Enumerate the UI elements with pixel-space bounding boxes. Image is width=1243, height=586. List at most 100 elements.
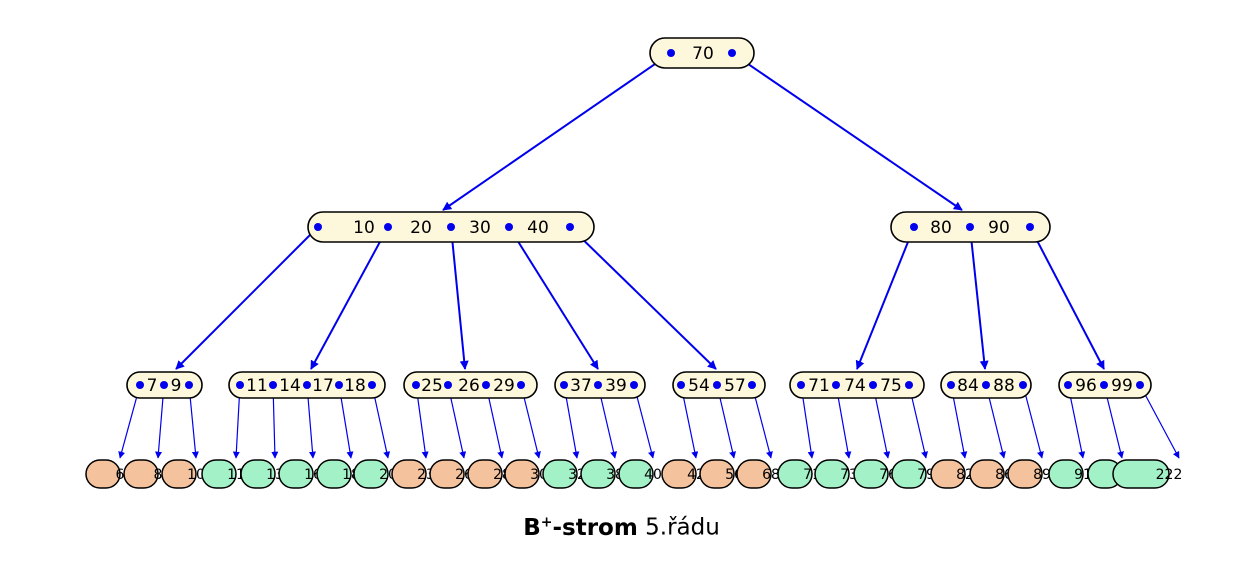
leaf-box xyxy=(1048,459,1084,489)
pointer-dot xyxy=(713,381,721,389)
node-key: 26 xyxy=(458,376,480,396)
leaf-value: 8 xyxy=(154,467,163,483)
leaf-value: 6 xyxy=(116,467,125,483)
leaf-box xyxy=(161,459,197,489)
leaf-node: 38 xyxy=(580,459,624,489)
pointer-arrow xyxy=(1022,384,1044,459)
pointer-dot xyxy=(667,49,675,57)
leaf-box xyxy=(429,459,465,489)
leaf-box xyxy=(618,459,654,489)
node-key: 71 xyxy=(808,376,830,396)
leaf-value: 11 xyxy=(227,467,245,483)
leaf-box xyxy=(699,459,735,489)
leaf-box xyxy=(201,459,237,489)
leaf-box xyxy=(580,459,616,489)
pointer-dot xyxy=(447,223,455,231)
pointer-dot xyxy=(368,381,376,389)
leaf-node: 23 xyxy=(391,459,435,489)
node-key: 11 xyxy=(246,376,268,396)
pointer-dot xyxy=(910,223,918,231)
leaf-value: 10 xyxy=(187,467,205,483)
leaf-box xyxy=(467,459,503,489)
leaf-node: 11 xyxy=(201,459,245,489)
leaf-box xyxy=(1007,459,1043,489)
leaf-box xyxy=(123,459,159,489)
pointer-arrow xyxy=(1029,226,1105,370)
pointer-dot xyxy=(517,381,525,389)
leaf-node: 26 xyxy=(429,459,473,489)
leaf-node: 73 xyxy=(814,459,858,489)
leaf-node: 40 xyxy=(618,459,662,489)
leaf-node: 10 xyxy=(161,459,205,489)
pointer-dot xyxy=(728,49,736,57)
node-key: 10 xyxy=(353,218,375,238)
pointer-dot xyxy=(236,381,244,389)
node-key: 96 xyxy=(1075,376,1097,396)
leaf-node: 222 xyxy=(1112,459,1183,489)
leaf-node: 16 xyxy=(278,459,322,489)
leaf-box xyxy=(891,459,927,489)
pointer-dot xyxy=(303,381,311,389)
leaf-value: 82 xyxy=(956,467,974,483)
node-key: 84 xyxy=(957,376,979,396)
pointer-dot xyxy=(335,381,343,389)
leaf-node: 76 xyxy=(853,459,897,489)
node-key: 40 xyxy=(527,218,549,238)
pointer-arrow xyxy=(175,226,319,370)
leaf-box xyxy=(853,459,889,489)
leaf-box xyxy=(736,459,772,489)
pointer-dot xyxy=(982,381,990,389)
pointer-dot xyxy=(1064,381,1072,389)
pointer-arrow xyxy=(310,226,389,370)
leaf-node: 6 xyxy=(85,459,125,489)
node-key: 20 xyxy=(410,218,432,238)
leaf-node: 91 xyxy=(1048,459,1092,489)
node-key: 14 xyxy=(279,376,301,396)
pointer-dot xyxy=(314,223,322,231)
leaf-node: 82 xyxy=(930,459,974,489)
leaf-box xyxy=(240,459,276,489)
pointer-dot xyxy=(594,381,602,389)
pointer-dot xyxy=(869,381,877,389)
leaf-value: 91 xyxy=(1074,467,1092,483)
node-key: 99 xyxy=(1111,376,1133,396)
pointer-dot xyxy=(1026,223,1034,231)
leaf-node: 86 xyxy=(969,459,1013,489)
pointer-arrow xyxy=(1139,384,1180,459)
pointer-dot xyxy=(384,223,392,231)
leaf-value: 40 xyxy=(644,467,662,483)
leaf-node: 30 xyxy=(504,459,548,489)
leaf-value: 68 xyxy=(762,467,780,483)
leaf-box xyxy=(814,459,850,489)
leaf-node: 32 xyxy=(542,459,586,489)
pointer-dot xyxy=(677,381,685,389)
caption-normal: 5.řádu xyxy=(637,514,720,541)
leaf-box xyxy=(930,459,966,489)
pointer-arrow xyxy=(508,226,599,370)
leaf-box xyxy=(391,459,427,489)
pointer-dot xyxy=(505,223,513,231)
pointer-dot xyxy=(1100,381,1108,389)
leaf-value: 222 xyxy=(1156,467,1183,483)
node-key: 37 xyxy=(570,376,592,396)
node-box xyxy=(649,37,755,69)
node-box xyxy=(403,371,538,399)
node-key: 70 xyxy=(692,44,714,64)
node-key: 9 xyxy=(171,376,182,396)
node-key: 7 xyxy=(147,376,158,396)
pointer-dot xyxy=(1136,381,1144,389)
leaf-node: 42 xyxy=(661,459,705,489)
node-key: 90 xyxy=(988,218,1010,238)
leaf-box xyxy=(316,459,352,489)
pointer-dot xyxy=(748,381,756,389)
leaf-box xyxy=(777,459,813,489)
leaf-node: 8 xyxy=(123,459,163,489)
pointer-dot xyxy=(136,381,144,389)
